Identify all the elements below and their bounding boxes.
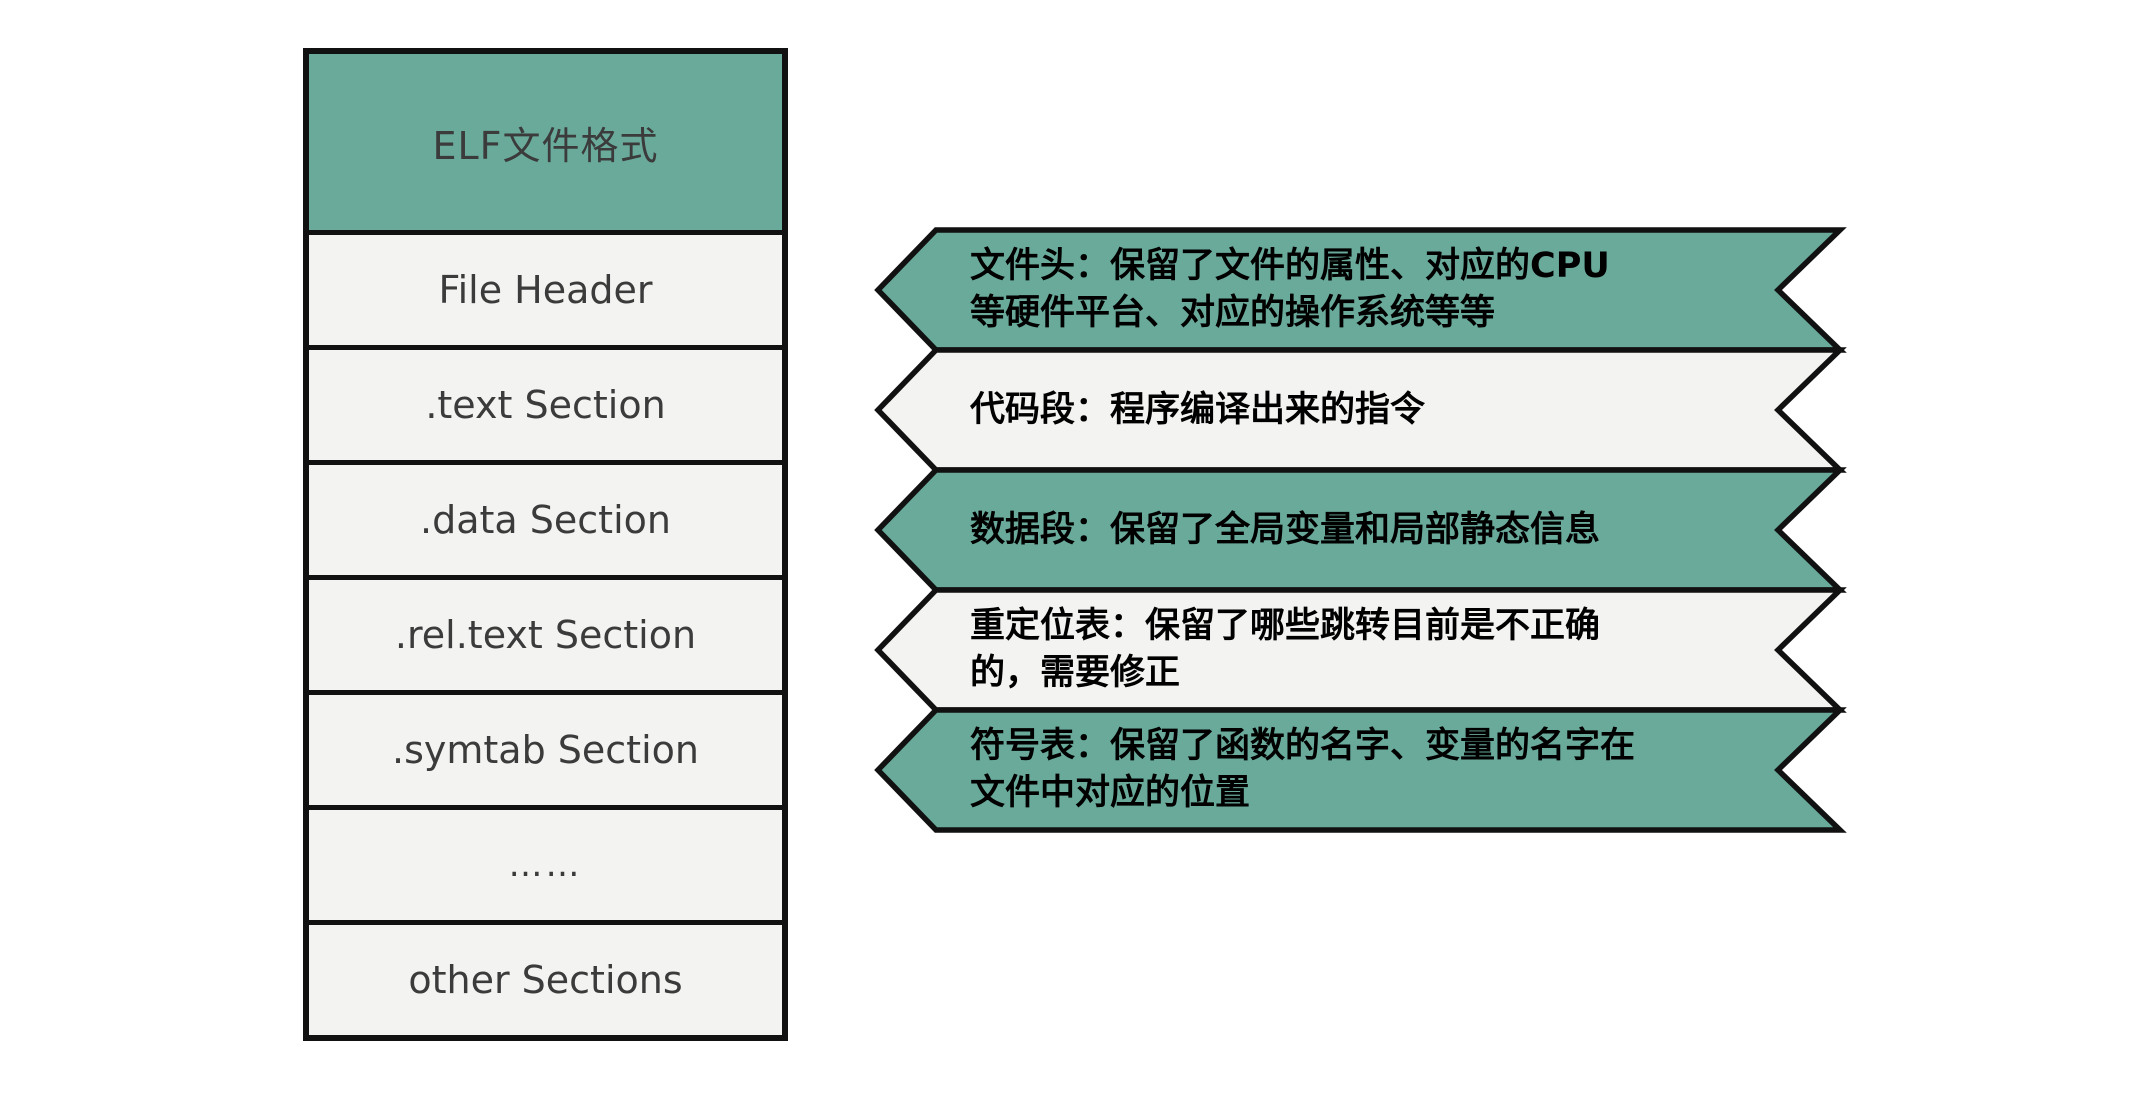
ribbon-line: 文件中对应的位置: [970, 773, 1251, 813]
ribbon-shape: [874, 707, 1847, 833]
stack-row-label: File Header: [438, 268, 653, 312]
ribbon-text: 符号表：保留了函数的名字、变量的名字在 文件中对应的位置: [878, 710, 1840, 830]
stack-row-data-section: .data Section: [309, 460, 782, 575]
ribbon-line: 数据段：保留了全局变量和局部静态信息: [970, 509, 1601, 550]
stack-row-ellipsis: ……: [309, 805, 782, 920]
stack-row-label: .text Section: [425, 383, 666, 427]
ribbon-line: 重定位表：保留了哪些跳转目前是不正确: [970, 606, 1601, 646]
ribbon-text: 文件头：保留了文件的属性、对应的CPU 等硬件平台、对应的操作系统等等: [878, 230, 1840, 350]
stack-row-other-sections: other Sections: [309, 920, 782, 1035]
stack-row-label: .rel.text Section: [394, 613, 697, 657]
ribbon-text: 重定位表：保留了哪些跳转目前是不正确 的，需要修正: [878, 590, 1840, 710]
stack-row-label: .data Section: [420, 498, 671, 542]
ribbon-rel-text-section-description: 重定位表：保留了哪些跳转目前是不正确 的，需要修正: [874, 587, 1847, 713]
ribbon-line: 的，需要修正: [970, 653, 1181, 693]
ribbon-text-section-description: 代码段：程序编译出来的指令: [874, 347, 1847, 473]
stack-header-elf-format: ELF文件格式: [309, 54, 782, 230]
ribbon-line: 等硬件平台、对应的操作系统等等: [970, 293, 1496, 333]
ribbon-line: 代码段：程序编译出来的指令: [970, 389, 1426, 430]
ribbon-file-header-description: 文件头：保留了文件的属性、对应的CPU 等硬件平台、对应的操作系统等等: [874, 227, 1847, 353]
stack-row-text-section: .text Section: [309, 345, 782, 460]
ribbon-text: 数据段：保留了全局变量和局部静态信息: [878, 470, 1840, 590]
ribbon-line: 文件头：保留了文件的属性、对应的CPU: [970, 246, 1610, 286]
stack-row-symtab-section: .symtab Section: [309, 690, 782, 805]
stack-row-label: ……: [508, 845, 583, 885]
ribbon-text: 代码段：程序编译出来的指令: [878, 350, 1840, 470]
ribbon-data-section-description: 数据段：保留了全局变量和局部静态信息: [874, 467, 1847, 593]
elf-structure-stack: ELF文件格式 File Header .text Section .data …: [303, 48, 788, 1041]
ribbon-arrow-icon: [874, 707, 1847, 833]
stack-row-label: other Sections: [408, 958, 683, 1002]
ribbon-symtab-section-description: 符号表：保留了函数的名字、变量的名字在 文件中对应的位置: [874, 707, 1847, 833]
ribbon-line: 符号表：保留了函数的名字、变量的名字在: [970, 726, 1636, 766]
annotation-ribbons: 文件头：保留了文件的属性、对应的CPU 等硬件平台、对应的操作系统等等 代码段：…: [874, 227, 1847, 833]
stack-row-rel-text-section: .rel.text Section: [309, 575, 782, 690]
stack-row-label: .symtab Section: [392, 728, 699, 772]
stack-row-file-header: File Header: [309, 230, 782, 345]
stack-header-label: ELF文件格式: [432, 123, 659, 168]
